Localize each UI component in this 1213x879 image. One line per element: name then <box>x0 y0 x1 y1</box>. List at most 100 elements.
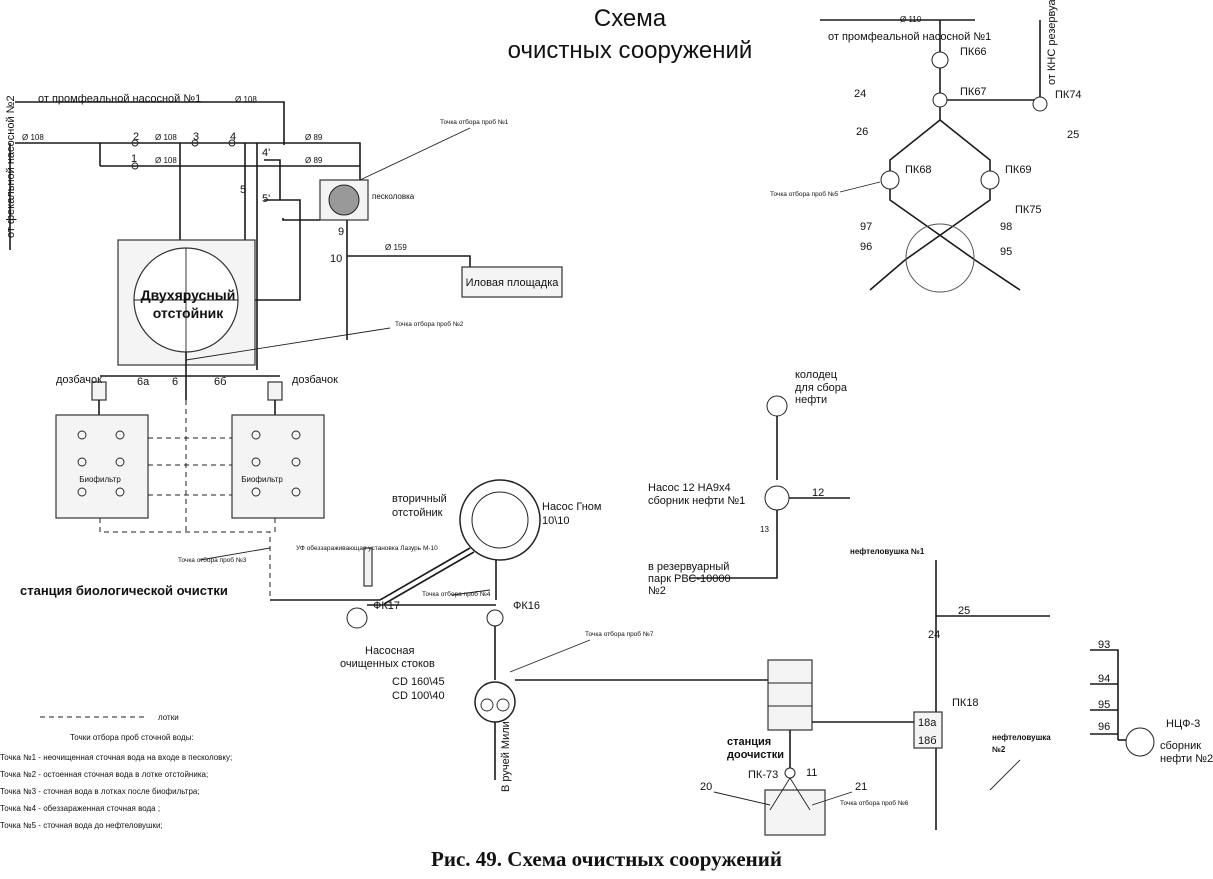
pump-station-label-2: очищенных стоков <box>340 658 435 670</box>
legend-item-2: Точка №2 - остоенная сточная вода в лотк… <box>0 770 208 779</box>
node-24: 24 <box>854 88 866 100</box>
node-6a: 6а <box>137 376 150 388</box>
pump-12 <box>764 485 790 511</box>
to-tank-label-3: №2 <box>648 585 666 597</box>
sample-point-1: Точка отбора проб №1 <box>440 118 509 126</box>
node-18a: 18а <box>918 717 937 729</box>
uv-unit <box>363 547 373 587</box>
title-line-2: очистных сооружений <box>508 37 753 64</box>
pk69-label: ПК69 <box>1005 164 1032 176</box>
sample-point-2: Точка отбора проб №2 <box>395 320 464 328</box>
legend-item-3: Точка №3 - сточная вода в лотках после б… <box>0 787 200 796</box>
pk74 <box>1032 96 1048 112</box>
pump-gnom-label-1: Насос Гном <box>542 501 601 513</box>
node-14: 24 <box>928 629 940 641</box>
fk17 <box>346 607 368 629</box>
diam-89-a: Ø 89 <box>305 133 323 142</box>
pk68-label: ПК68 <box>905 164 932 176</box>
node-1: 1 <box>131 153 137 165</box>
fk17-label: ФК17 <box>373 600 400 612</box>
pk69 <box>980 170 1000 190</box>
pump-gnom-label-2: 10\10 <box>542 515 570 527</box>
diam-108-b: Ø 108 <box>235 95 257 104</box>
node-18b: 18б <box>918 735 937 747</box>
pk75 <box>905 223 975 293</box>
biofilter-right: Биофильтр <box>231 414 325 519</box>
diam-110: Ø 110 <box>900 15 922 24</box>
title-line-1: Схема <box>594 5 667 32</box>
to-tank-label-1: в резервуарный <box>648 561 729 573</box>
well-label-3: нефти <box>795 394 827 406</box>
to-tank-label-2: парк РВС-10000 <box>648 573 731 585</box>
valves-left: 2 3 4 1 4' 5 5' Ø 108 Ø 108 Ø 108 Ø 108 … <box>22 95 323 205</box>
fk16-label: ФК16 <box>513 600 540 612</box>
settler-label-2: отстойник <box>153 305 225 321</box>
biofilter-left: Биофильтр <box>55 414 149 519</box>
oil-well <box>766 395 788 417</box>
pk67 <box>932 92 948 108</box>
node-9: 9 <box>338 226 344 238</box>
ncf3-pump <box>1125 727 1155 757</box>
stream-label: В ручей Мили <box>500 721 512 792</box>
from-kns-label: от КНС резервуарного парка II очередь <box>1046 0 1058 85</box>
pk66 <box>931 51 949 69</box>
node-91: 93 <box>1098 639 1110 651</box>
label-from-fecal-2: от фекальной насосной №2 <box>5 95 17 238</box>
diam-108-d: Ø 108 <box>155 156 177 165</box>
node-21: 21 <box>855 781 867 793</box>
legend-title: Точки отбора проб сточной воды: <box>70 733 194 742</box>
pk73-label: ПК-73 <box>748 769 778 781</box>
legend-item-4: Точка №4 - обеззараженная сточная вода ; <box>0 804 160 813</box>
oil-collector-2-label-b: нефти №2 <box>1160 753 1213 765</box>
pk75-label: ПК75 <box>1015 204 1042 216</box>
ncf3-label: НЦФ-3 <box>1166 718 1200 730</box>
oil-trap-2-label-a: нефтеловушка <box>992 733 1051 742</box>
node-92: 94 <box>1098 673 1110 685</box>
well-label-2: для сбора <box>795 382 848 394</box>
sand-trap-icon <box>328 184 360 216</box>
sludge-pad-label: Иловая площадка <box>466 277 560 289</box>
node-25: 25 <box>1067 129 1079 141</box>
oil-trap-1-label: нефтеловушка №1 <box>850 547 925 556</box>
cd-160-label: CD 160\45 <box>392 676 445 688</box>
treatment-plant-diagram: Схема очистных сооружений от промфеально… <box>0 0 1213 836</box>
node-4: 4 <box>230 131 236 143</box>
sample-point-7: Точка отбора проб №7 <box>585 630 654 638</box>
sampling-well <box>764 789 826 836</box>
post-treatment-station <box>767 659 813 731</box>
node-6: 6 <box>172 376 178 388</box>
sludge-pad <box>461 266 563 298</box>
node-11: 11 <box>806 767 817 779</box>
cd-100-label: CD 100\40 <box>392 690 445 702</box>
node-5: 5 <box>240 184 246 196</box>
uv-unit-label: УФ обеззараживающая установка Лазурь М-1… <box>296 544 438 552</box>
well-label-1: колодец <box>795 369 838 381</box>
dosing-right-label: дозбачок <box>292 374 338 386</box>
pk68 <box>880 170 900 190</box>
from-prom-top-label: от промфеальной насосной №1 <box>828 31 991 43</box>
pump-station-label-1: Насосная <box>365 645 414 657</box>
pk66-label: ПК66 <box>960 46 987 58</box>
secondary-settler-label-2: отстойник <box>392 507 443 519</box>
pump-station <box>474 681 516 723</box>
diam-108-c: Ø 108 <box>155 133 177 142</box>
node-96: 96 <box>860 241 872 253</box>
node-12: 12 <box>812 487 824 499</box>
label-from-prom-1: от промфеальной насосной №1 <box>38 93 201 105</box>
secondary-settler-label-1: вторичный <box>392 493 447 505</box>
pk18-label: ПК18 <box>952 697 979 709</box>
node-97: 97 <box>860 221 872 233</box>
trays-legend-label: лотки <box>158 713 179 722</box>
node-15: 25 <box>958 605 970 617</box>
diam-108-a: Ø 108 <box>22 133 44 142</box>
figure-caption: Рис. 49. Схема очистных сооружений <box>431 847 782 871</box>
sample-point-4: Точка отбора проб №4 <box>422 590 491 598</box>
settler-label-1: Двухярусный <box>141 287 236 303</box>
sand-trap-label: песколовка <box>372 192 415 201</box>
pk18-box <box>913 711 943 749</box>
node-4-prime: 4' <box>262 147 270 159</box>
diam-89-b: Ø 89 <box>305 156 323 165</box>
node-3: 3 <box>193 131 199 143</box>
fk16 <box>486 609 504 627</box>
node-2: 2 <box>133 131 139 143</box>
